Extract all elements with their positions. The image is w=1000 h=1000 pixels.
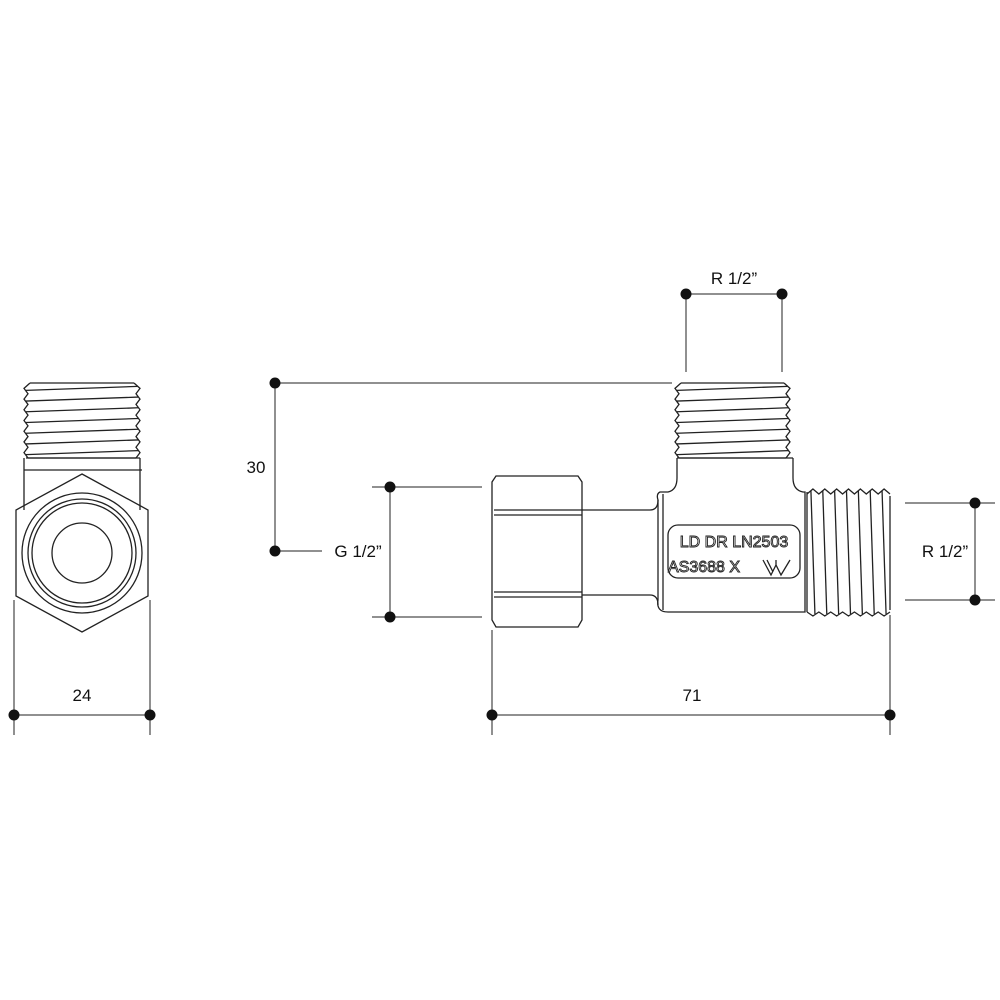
- inlet-pipe: [582, 499, 659, 606]
- collar: [23, 457, 142, 510]
- width-label: 24: [73, 686, 92, 705]
- side-view: [15, 382, 149, 633]
- marking-line-2: AS3688 X: [668, 559, 740, 576]
- outlet-thread-dimension: R 1/2”: [905, 497, 995, 606]
- hex-nut-face: [15, 473, 149, 633]
- length-label: 71: [683, 686, 702, 705]
- marking-box: [667, 524, 801, 579]
- outlet-thread-label: R 1/2”: [922, 542, 969, 561]
- top-thread-side: [23, 382, 141, 459]
- marking-line-1: LD DR LN2503: [680, 534, 789, 551]
- front-view: LD DR LN2503 AS3688 X: [491, 382, 891, 628]
- bore: [51, 522, 113, 584]
- inlet-thread-label: G 1/2”: [334, 542, 382, 561]
- top-thread-dimension: R 1/2”: [680, 269, 788, 372]
- seat-ring: [31, 502, 133, 604]
- inlet-hex-nut: [491, 475, 583, 628]
- length-dimension: 71: [486, 615, 896, 735]
- top-thread: [674, 382, 791, 459]
- top-thread-label: R 1/2”: [711, 269, 758, 288]
- width-dimension: 24: [8, 600, 156, 735]
- height-dimension: 30: [247, 377, 672, 557]
- height-label: 30: [247, 458, 266, 477]
- outlet-thread: [806, 488, 891, 617]
- chamfer-ring: [21, 492, 143, 614]
- outer-ring: [27, 498, 137, 608]
- watermark-logo-icon: [762, 559, 791, 577]
- inlet-thread-dimension: G 1/2”: [334, 481, 482, 623]
